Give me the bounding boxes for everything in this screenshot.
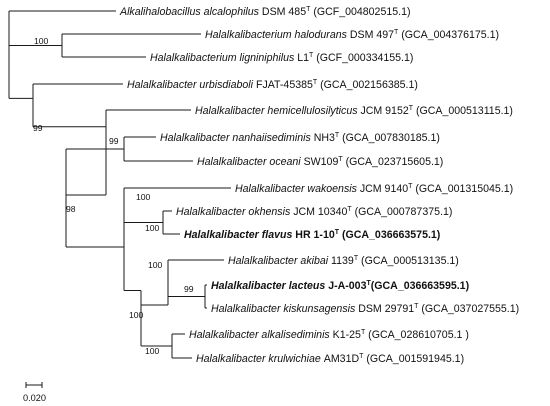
type-strain-marker: T [414, 303, 419, 310]
tree-branches [8, 10, 231, 359]
bootstrap-value: 100 [136, 192, 151, 202]
species-name: Halalkalibacter lacteus [211, 280, 328, 292]
accession-number: (GCA_001591945.1) [363, 353, 464, 365]
bootstrap-value: 99 [33, 123, 43, 133]
tip-label: Halalkalibacterium ligniniphilus L1T (GC… [150, 52, 413, 64]
type-strain-marker: T [409, 105, 414, 112]
tip-label: Halalkalibacter urbisdiaboli FJAT-45385T… [127, 79, 418, 91]
bootstrap-value: 99 [109, 136, 119, 146]
tree-tip-labels: Alkalihalobacillus alcalophilus DSM 485T… [119, 6, 519, 365]
strain-name: K1-25 [333, 329, 361, 341]
species-name: Halalkalibacter kiskunsagensis [211, 303, 358, 315]
type-strain-marker: T [347, 206, 352, 213]
scale-bar: 0.020 [23, 382, 46, 403]
type-strain-marker: T [408, 183, 413, 190]
strain-name: NH3 [314, 132, 335, 144]
tip-label: Halalkalibacter flavus HR 1-10T (GCA_036… [184, 229, 440, 241]
tip-label: Halalkalibacter krulwichiae AM31DT (GCA_… [196, 353, 464, 365]
type-strain-marker: T [335, 132, 340, 139]
species-name: Halalkalibacter nanhaiisediminis [160, 132, 314, 144]
type-strain-marker: T [335, 229, 340, 236]
strain-name: AM31D [324, 353, 360, 365]
type-strain-marker: T [309, 52, 314, 59]
accession-number: (GCA_023715605.1) [343, 156, 444, 168]
tip-label: Halalkalibacter okhensis JCM 10340T (GCA… [176, 206, 452, 218]
species-name: Halalkalibacter alkalisediminis [189, 329, 333, 341]
tip-label: Halalkalibacter kiskunsagensis DSM 29791… [211, 303, 519, 315]
strain-name: DSM 497 [350, 29, 394, 41]
type-strain-marker: T [306, 6, 311, 13]
strain-name: JCM 9140 [360, 183, 408, 195]
accession-number: (GCA_002156385.1) [317, 79, 418, 91]
bootstrap-value: 100 [129, 310, 144, 320]
species-name: Halalkalibacter akibai [228, 255, 331, 267]
species-name: Halalkalibacter flavus [184, 229, 295, 241]
strain-name: DSM 485 [262, 6, 306, 18]
strain-name: FJAT-45385 [256, 79, 313, 91]
tip-label: Halalkalibacter oceani SW109T (GCA_02371… [197, 156, 443, 168]
accession-number: (GCA_036663595.1) [371, 280, 469, 292]
tip-label: Alkalihalobacillus alcalophilus DSM 485T… [119, 6, 411, 18]
accession-number: (GCA_001315045.1) [412, 183, 513, 195]
species-name: Halalkalibacter okhensis [176, 206, 293, 218]
bootstrap-value: 100 [145, 346, 160, 356]
species-name: Halalkalibacter urbisdiaboli [127, 79, 256, 91]
tip-label: Halalkalibacterium halodurans DSM 497T (… [205, 29, 499, 41]
bootstrap-value: 100 [148, 260, 163, 270]
accession-number: (GCA_000787375.1) [352, 206, 453, 218]
strain-name: DSM 29791 [358, 303, 414, 315]
strain-name: HR 1-10 [295, 229, 335, 241]
tip-label: Halalkalibacter alkalisediminis K1-25T (… [189, 329, 469, 341]
tip-label: Halalkalibacter hemicellulosilyticus JCM… [195, 105, 513, 117]
tip-label: Halalkalibacter lacteus J-A-003T(GCA_036… [211, 280, 469, 292]
species-name: Halalkalibacterium halodurans [205, 29, 350, 41]
accession-number: (GCA_037027555.1) [418, 303, 519, 315]
species-name: Halalkalibacter hemicellulosilyticus [195, 105, 360, 117]
type-strain-marker: T [338, 156, 343, 163]
tip-label: Halalkalibacter akibai 1139T (GCA_000513… [228, 255, 459, 267]
strain-name: JCM 10340 [293, 206, 347, 218]
bootstrap-value: 99 [184, 284, 194, 294]
accession-number: (GCA_004376175.1) [398, 29, 499, 41]
tip-label: Halalkalibacter nanhaiisediminis NH3T (G… [160, 132, 440, 144]
bootstrap-value: 100 [145, 223, 160, 233]
accession-number: (GCF_004802515.1) [310, 6, 410, 18]
species-name: Alkalihalobacillus alcalophilus [119, 6, 262, 18]
accession-number: (GCA_000513135.1) [358, 255, 459, 267]
type-strain-marker: T [366, 280, 371, 287]
accession-number: (GCA_000513115.1) [413, 105, 513, 117]
accession-number: (GCF_000334155.1) [313, 52, 413, 64]
accession-number: (GCA_007830185.1) [339, 132, 440, 144]
accession-number: (GCA_036663575.1) [339, 229, 440, 241]
bootstrap-value: 100 [34, 36, 49, 46]
type-strain-marker: T [313, 79, 318, 86]
accession-number: (GCA_028610705.1 ) [365, 329, 469, 341]
strain-name: JCM 9152 [360, 105, 408, 117]
type-strain-marker: T [361, 329, 366, 336]
bootstrap-value: 98 [66, 204, 76, 214]
strain-name: L1 [297, 52, 309, 64]
type-strain-marker: T [394, 29, 399, 36]
species-name: Halalkalibacter krulwichiae [196, 353, 324, 365]
scale-bar-label: 0.020 [23, 393, 46, 403]
species-name: Halalkalibacter wakoensis [235, 183, 360, 195]
type-strain-marker: T [354, 255, 359, 262]
species-name: Halalkalibacterium ligniniphilus [150, 52, 297, 64]
species-name: Halalkalibacter oceani [197, 156, 304, 168]
tip-label: Halalkalibacter wakoensis JCM 9140T (GCA… [235, 183, 513, 195]
bootstrap-values: 100 99 99 98 100 100 100 99 100 100 [33, 36, 194, 356]
strain-name: SW109 [304, 156, 339, 168]
strain-name: J-A-003 [328, 280, 366, 292]
type-strain-marker: T [359, 353, 364, 360]
strain-name: 1139 [331, 255, 354, 267]
